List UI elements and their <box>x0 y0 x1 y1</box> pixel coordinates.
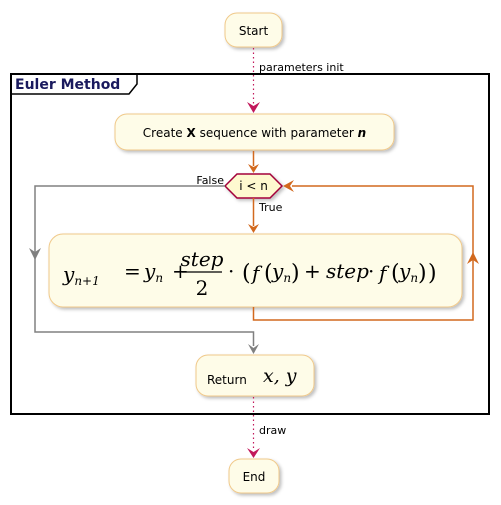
formula-lparen-2: ( <box>391 261 400 286</box>
create-mid: sequence with parameter <box>196 126 358 140</box>
formula-rparen-1: ) <box>291 261 300 286</box>
formula-yn-3: yn <box>398 259 418 285</box>
end-label: End <box>243 470 266 484</box>
formula-plus: + <box>172 259 189 283</box>
formula-step-numerator: step <box>181 247 224 271</box>
edge-loop-back <box>252 180 479 321</box>
create-param: n <box>358 126 367 140</box>
return-node: Return x, y <box>195 354 315 397</box>
start-node: Start <box>224 12 283 48</box>
formula-lparen-outer: ( <box>242 261 251 286</box>
euler-method-frame: Euler Method <box>10 73 490 415</box>
condition-diamond: i < n False True <box>196 173 284 214</box>
frame-title: Euler Method <box>15 77 120 93</box>
edge-start-to-create: parameters init <box>247 48 344 113</box>
formula-denominator: 2 <box>196 276 209 300</box>
formula-dot-2: · <box>368 259 374 283</box>
start-label: Start <box>239 24 269 38</box>
edge-params-label: parameters init <box>259 61 344 74</box>
formula-rparen-outer: ) <box>428 261 437 286</box>
create-sequence-node: Create X sequence with parameter n <box>114 113 395 151</box>
formula-lhs: yn+1 <box>62 262 100 288</box>
formula-eq: = <box>124 259 141 283</box>
formula-lparen-1: ( <box>264 261 273 286</box>
edge-create-to-condition <box>248 151 259 173</box>
edge-draw-label: draw <box>259 424 286 437</box>
formula-plus-2: + <box>304 259 321 283</box>
return-vars: x, y <box>263 365 297 387</box>
formula-dot-1: · <box>228 259 234 283</box>
formula-yn-2: yn <box>271 259 291 285</box>
formula-rparen-2: ) <box>418 261 427 286</box>
return-label: Return <box>207 373 247 387</box>
create-prefix: Create <box>143 126 187 140</box>
formula-yn: yn <box>143 259 163 285</box>
edge-return-to-end: draw <box>247 397 286 458</box>
formula-step-2: step <box>326 259 369 283</box>
end-node: End <box>228 458 280 494</box>
edge-true-to-formula <box>248 198 259 233</box>
formula-node: yn+1 = yn + step 2 · ( f ( yn ) + step ·… <box>48 233 463 308</box>
false-label: False <box>196 174 224 187</box>
true-label: True <box>258 201 283 214</box>
condition-text: i < n <box>239 179 268 193</box>
create-text: Create X sequence with parameter n <box>143 126 366 140</box>
create-bold: X <box>186 126 196 140</box>
edge-false-branch <box>29 185 259 354</box>
